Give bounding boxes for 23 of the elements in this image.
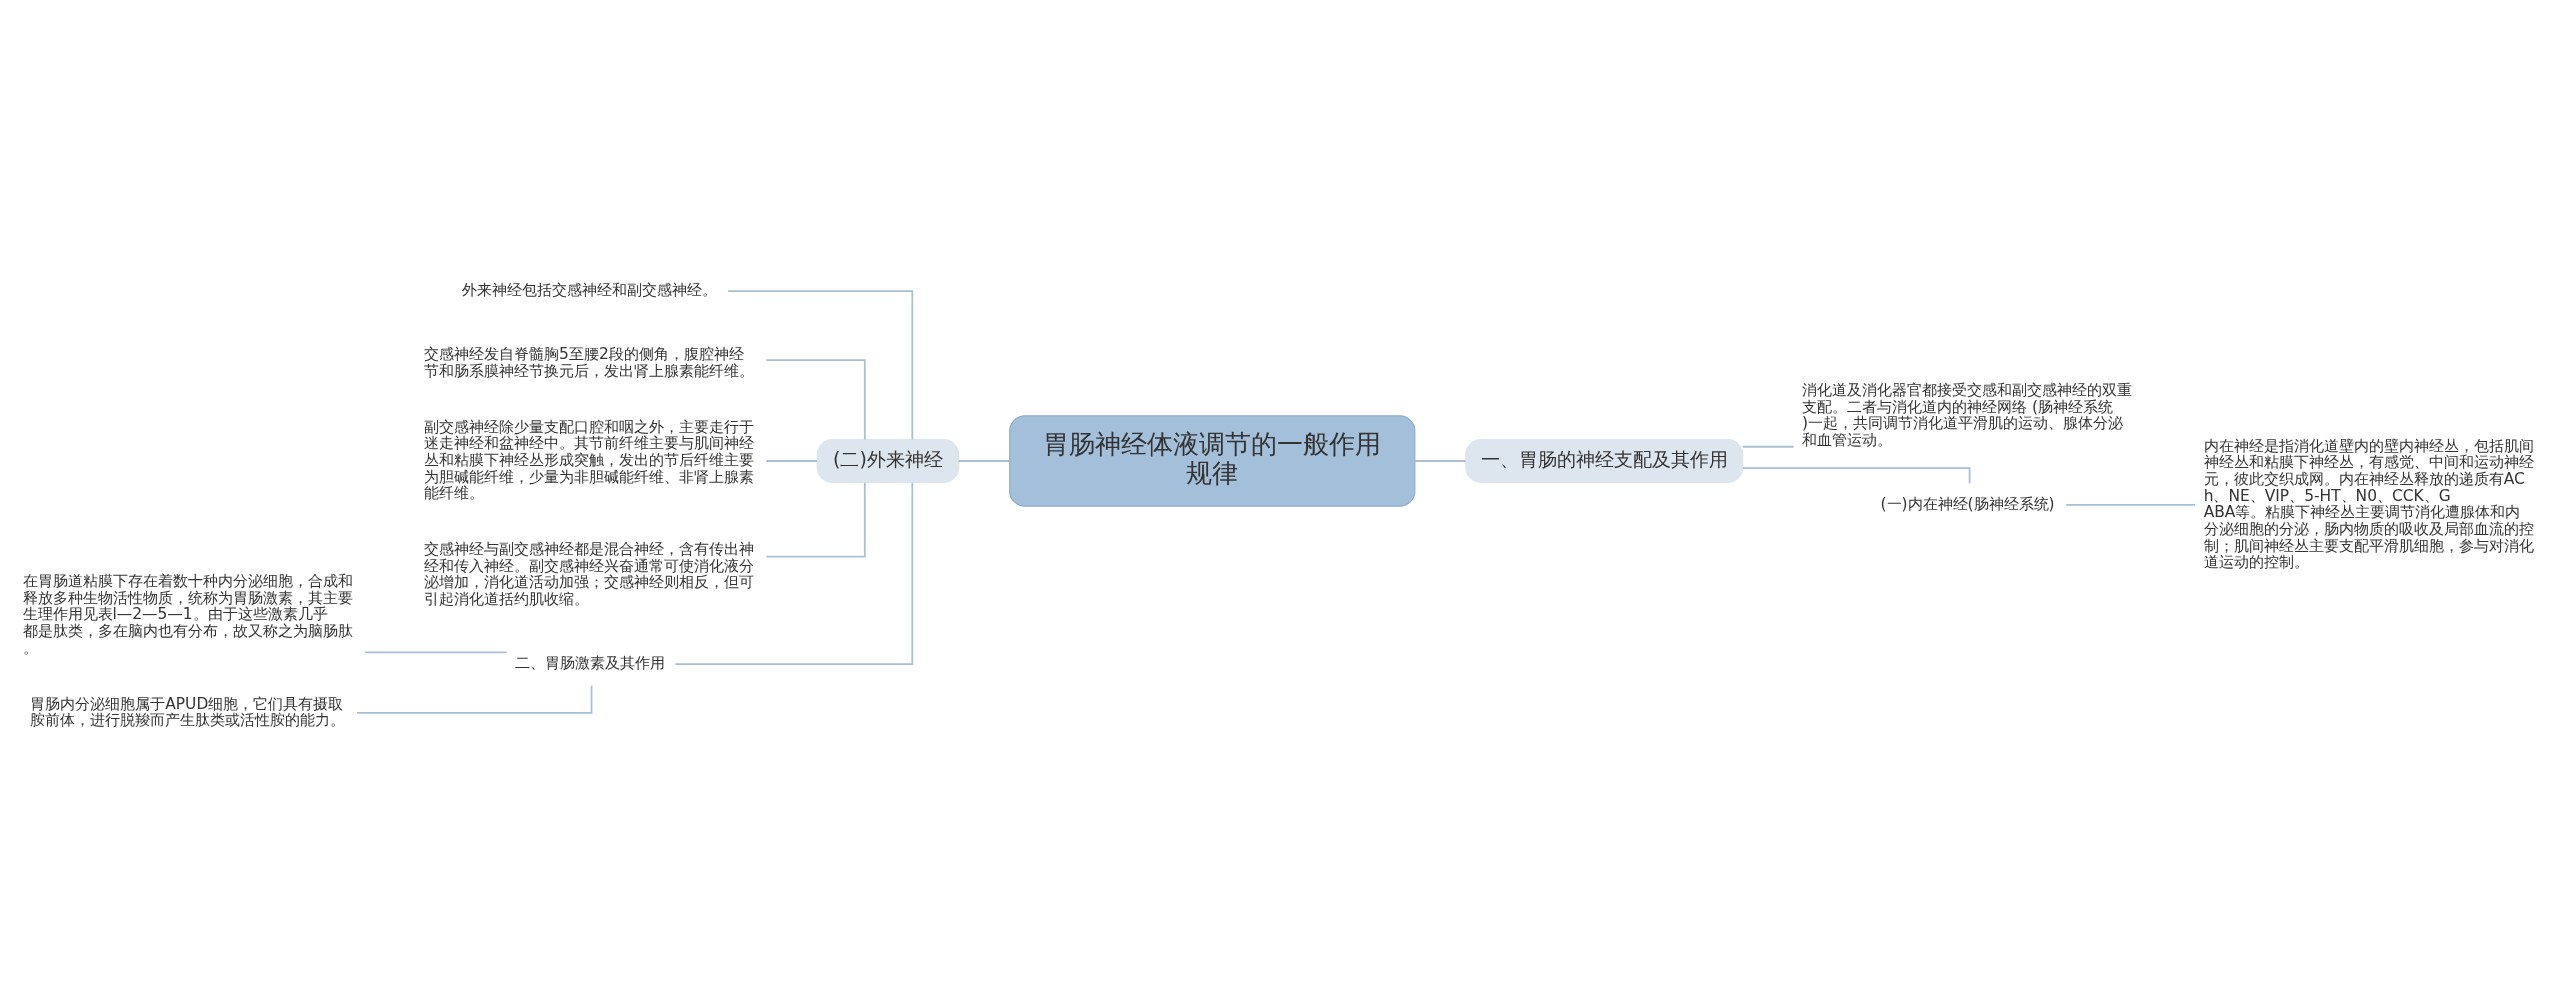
connector bbox=[765, 481, 866, 558]
node-text: 交感神经发自脊髓胸5至腰2段的侧角，腹腔神经节和肠系膜神经节换元后，发出肾上腺素能纤维。 bbox=[424, 345, 755, 380]
connector bbox=[727, 290, 914, 441]
node-text: 二、胃肠激素及其作用 bbox=[514, 654, 665, 673]
node-text: 在胃肠道粘膜下存在着数十种内分泌细胞，合成和释放多种生物活性物质，统称为胃肠激素，其主要生理作用见表l—2—5—1。由于这些激素几乎都是肽类，多在脑内也有分布，故又称之为脑肠肽。 bbox=[22, 572, 353, 657]
node-box: 胃肠神经体液调节的一般作用规律 bbox=[1009, 415, 1416, 507]
node-text: 外来神经包括交感神经和副交感神经。 bbox=[462, 281, 718, 300]
node-text: 胃肠内分泌细胞属于APUD细胞，它们具有摄取胺前体，进行脱羧而产生肽类或活性胺的能力。 bbox=[30, 694, 346, 730]
node-text: 交感神经与副交感神经都是混合神经，含有传出神经和传入神经。副交感神经兴奋通常可使消化液分泌增加，消化道活动加强；交感神经则相反，但可引起消化道括约肌收缩。 bbox=[424, 540, 755, 609]
node-box: 一、胃肠的神经支配及其作用 bbox=[1465, 439, 1744, 483]
node-text: 消化道及消化器官都接受交感和副交感神经的双重支配。二者与消化道内的神经网络 (肠神经系统)一起，共同调节消化道平滑肌的运动、腺体分泌和血管运动。 bbox=[1802, 380, 2133, 449]
node-text: 内在神经是指消化道壁内的壁内神经丛，包括肌间神经丛和粘膜下神经丛，有感觉、中间和运动神经元，彼此交织成网。内在神经丛释放的递质有ACh、NE、VIP、5-HT、N0、CCK、GABA等。粘膜下神经丛主要调节消化遭腺体和内分泌细胞的分泌，肠内物质的吸收及局部血流的控制；肌间神经丛主要支配平滑肌细胞，参与对消化道运动的控制。 bbox=[2203, 436, 2534, 572]
connector bbox=[364, 651, 508, 654]
connector bbox=[674, 481, 914, 666]
connector bbox=[2065, 504, 2196, 506]
node-box: (二)外来神经 bbox=[816, 439, 960, 483]
connector bbox=[1741, 445, 1795, 448]
node-text: (一)内在神经(肠神经系统) bbox=[1880, 495, 2055, 514]
connector bbox=[1414, 460, 1467, 462]
node-text: 副交感神经除少量支配口腔和咽之外，主要走行于迷走神经和盆神经中。其节前纤维主要与肌间神经丛和粘膜下神经丛形成突触，发出的节后纤维主要为胆碱能纤维，少量为非胆碱能纤维、非肾上腺素能纤维。 bbox=[424, 417, 755, 503]
connector bbox=[765, 460, 818, 462]
connector bbox=[957, 460, 1011, 462]
connector bbox=[765, 359, 866, 441]
